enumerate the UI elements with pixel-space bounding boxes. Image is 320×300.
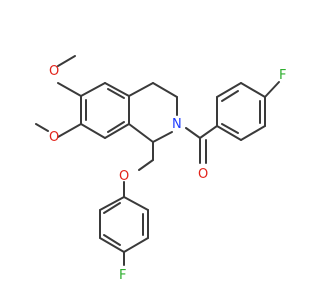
bond	[240, 125, 266, 141]
bond	[152, 82, 178, 98]
bond	[128, 123, 154, 143]
bond	[107, 88, 125, 99]
bond	[57, 123, 82, 138]
bond	[138, 159, 154, 171]
bond	[35, 123, 49, 132]
bonds	[35, 55, 280, 266]
bond	[216, 82, 242, 98]
bond	[123, 196, 149, 211]
bond	[199, 125, 218, 139]
carbonyl-oxygen-label: O	[198, 167, 208, 182]
methoxy-oxygen-bottom-label: O	[49, 130, 59, 145]
bond	[103, 234, 121, 246]
bond	[99, 196, 125, 211]
bond	[128, 82, 154, 97]
atom-labels: O O N O O F F	[49, 64, 286, 283]
bond	[264, 81, 280, 98]
bond	[185, 127, 201, 139]
methoxy-oxygen-top-label: O	[49, 64, 59, 79]
ring-nitrogen-label: N	[172, 117, 182, 132]
bond	[80, 123, 106, 139]
bond	[221, 90, 239, 102]
bond	[80, 82, 106, 97]
bond	[240, 82, 266, 98]
fluorine-bottom-label: F	[119, 268, 126, 283]
bond	[57, 82, 82, 97]
bond	[57, 55, 76, 67]
bond	[123, 237, 149, 253]
structure-diagram: O O N O O F F	[35, 55, 286, 283]
fluorine-top-label: F	[279, 68, 286, 83]
ether-oxygen-label: O	[119, 169, 129, 184]
bond	[104, 82, 130, 97]
bond	[221, 123, 239, 134]
molecule-canvas: O O N O O F F	[35, 55, 287, 283]
bond	[104, 123, 130, 139]
bond	[99, 237, 125, 253]
bond	[103, 202, 121, 214]
bond	[216, 125, 242, 141]
bond	[152, 131, 173, 143]
bond	[107, 121, 125, 133]
